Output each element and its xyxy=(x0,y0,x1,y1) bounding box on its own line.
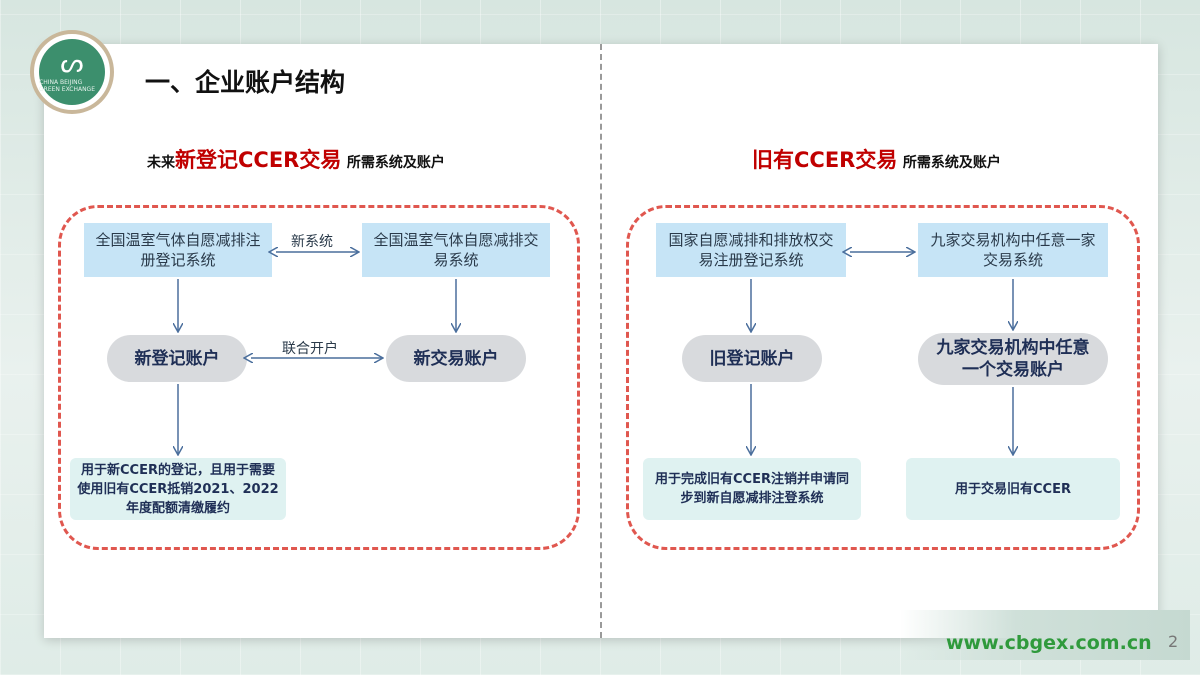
left-registry-note: 用于新CCER的登记，且用于需要使用旧有CCER抵销2021、2022年度配额清… xyxy=(70,458,286,520)
right-trading-account-pill: 九家交易机构中任意一个交易账户 xyxy=(918,333,1108,385)
right-subtitle: 旧有CCER交易 所需系统及账户 xyxy=(752,144,1001,174)
right-registry-system-box: 国家自愿减排和排放权交易注册登记系统 xyxy=(656,223,846,277)
left-subtitle-main: 新登记CCER交易 xyxy=(175,148,342,172)
left-trading-system-box: 全国温室气体自愿减排交易系统 xyxy=(362,223,550,277)
logo-swirl-icon: ᔕ xyxy=(60,49,84,79)
exchange-logo: ᔕ CHINA BEIJING GREEN EXCHANGE xyxy=(30,30,114,114)
right-subtitle-suffix: 所需系统及账户 xyxy=(902,155,1001,171)
page-title: 一、企业账户结构 xyxy=(145,68,346,97)
left-link-label-top: 新系统 xyxy=(291,234,333,250)
right-trading-system-box: 九家交易机构中任意一家交易系统 xyxy=(918,223,1108,277)
right-registry-account-pill: 旧登记账户 xyxy=(682,335,822,382)
left-dashed-frame xyxy=(58,205,580,550)
left-registry-system-box: 全国温室气体自愿减排注册登记系统 xyxy=(84,223,272,277)
right-subtitle-main: 旧有CCER交易 xyxy=(752,148,898,172)
center-divider xyxy=(600,44,602,638)
right-registry-note: 用于完成旧有CCER注销并申请同步到新自愿减排注登系统 xyxy=(643,458,861,520)
logo-text: CHINA BEIJING GREEN EXCHANGE xyxy=(39,79,95,93)
left-subtitle-suffix: 所需系统及账户 xyxy=(346,155,445,171)
footer-url[interactable]: www.cbgex.com.cn xyxy=(946,632,1152,654)
left-subtitle-prefix: 未来 xyxy=(147,155,175,171)
footer-accent xyxy=(900,610,1190,660)
left-subtitle: 未来新登记CCER交易 所需系统及账户 xyxy=(147,144,445,174)
left-trading-account-pill: 新交易账户 xyxy=(386,335,526,382)
right-trading-note: 用于交易旧有CCER xyxy=(906,458,1120,520)
right-dashed-frame xyxy=(626,205,1140,550)
left-link-label-mid: 联合开户 xyxy=(282,341,338,357)
left-registry-account-pill: 新登记账户 xyxy=(107,335,247,382)
page-number: 2 xyxy=(1168,632,1179,651)
